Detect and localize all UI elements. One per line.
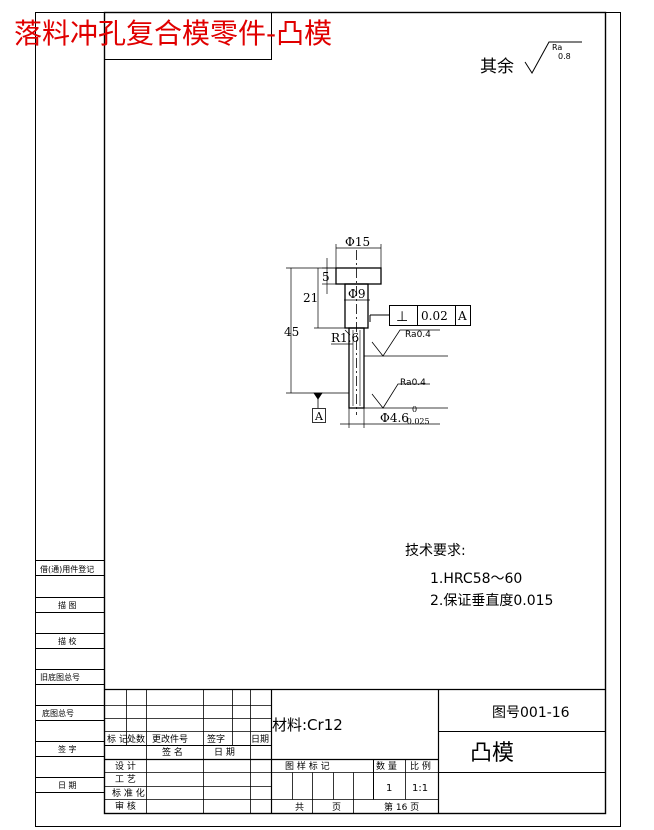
scale-value: 1:1	[412, 783, 428, 794]
left-strip-label-5: 底图总号	[42, 708, 74, 718]
dim-21-text: 21	[303, 291, 318, 305]
dim-tip-diameter-text: Φ4.6	[380, 411, 409, 425]
roughness-other-value: 0.8	[558, 52, 571, 61]
dim-45-text: 45	[284, 325, 299, 339]
tech-req-heading: 技术要求:	[405, 543, 466, 559]
left-strip-label-1: 借(通)用件登记	[40, 564, 94, 574]
roughness-other-label: 其余	[480, 57, 514, 77]
dim-tip-tol-lower: -0.025	[404, 417, 430, 426]
left-strip-label-2: 描 图	[58, 600, 77, 610]
dim-head-diameter-text: Φ15	[345, 235, 370, 249]
sheet-number: 第 16 页	[384, 801, 419, 813]
sign-header-date: 日 期	[214, 747, 235, 758]
rev-header-part: 更改件号	[152, 733, 188, 745]
role-process: 工 艺	[115, 774, 136, 785]
left-strip-label-6: 签 字	[58, 744, 77, 754]
dim-tip-diameter	[340, 408, 440, 428]
left-strip-label-3: 描 校	[58, 636, 77, 646]
page-label: 页	[332, 802, 341, 813]
left-strip-lines	[35, 560, 105, 793]
roughness-neck-text: Ra0.4	[405, 330, 431, 340]
rev-header-sign: 签字	[207, 733, 225, 745]
inner-frame	[103, 11, 607, 815]
material-text: 材料:Cr12	[272, 716, 343, 734]
dim-tip-tol-upper: 0	[412, 405, 417, 414]
dim-neck-diameter-text: Φ9	[348, 287, 365, 301]
perpendicularity-frame	[369, 305, 471, 326]
role-design: 设 计	[115, 760, 136, 772]
drawing-title: 落料冲孔复合模零件-凸模	[14, 17, 332, 50]
sign-header-name: 签 名	[162, 746, 183, 758]
datum-letter: A	[314, 410, 324, 423]
tech-req-item-1: 1.HRC58～60	[430, 571, 522, 587]
roughness-neck-icon	[364, 329, 448, 357]
drawing-number: 图号001-16	[492, 705, 570, 721]
total-label: 共	[295, 802, 304, 813]
top-label-box	[104, 12, 272, 60]
rev-header-date: 日期	[251, 734, 269, 745]
dim-head-height-text: 5	[322, 270, 330, 284]
roughness-tip-icon	[364, 383, 448, 409]
left-strip-label-4: 旧底图总号	[40, 672, 80, 682]
dim-radius-text: R1.6	[331, 331, 359, 345]
part-name: 凸模	[470, 741, 514, 766]
scale-label: 比 例	[410, 760, 431, 772]
stage-label: 图 样 标 记	[285, 760, 330, 772]
left-strip-label-7: 日 期	[58, 781, 77, 790]
qty-value: 1	[386, 783, 392, 794]
rev-header-count: 处数	[127, 733, 145, 745]
roughness-other-symbol: Ra	[552, 43, 562, 52]
dim-21	[314, 268, 345, 329]
role-review: 审 核	[115, 800, 136, 812]
roughness-tip-text: Ra0.4	[400, 378, 426, 388]
title-block-lines	[104, 688, 606, 814]
tolerance-datum: A	[457, 309, 467, 323]
perpendicularity-icon: ⊥	[396, 309, 408, 325]
datum-marker	[312, 392, 326, 423]
rev-header-mark: 标 记	[107, 733, 128, 745]
tech-req-item-2: 2.保证垂直度0.015	[430, 592, 553, 609]
qty-label: 数 量	[376, 760, 397, 772]
roughness-symbol-icon	[524, 41, 582, 74]
tolerance-value: 0.02	[421, 309, 448, 323]
role-standard: 标 准 化	[112, 787, 145, 799]
dim-head-diameter	[335, 244, 382, 268]
